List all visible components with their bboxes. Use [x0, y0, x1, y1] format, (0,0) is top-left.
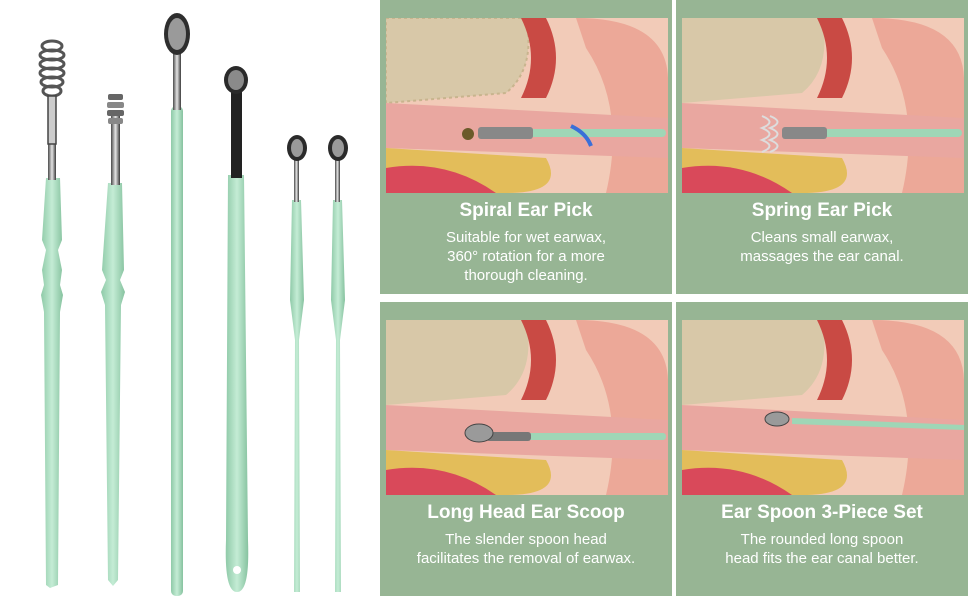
panel-description: The slender spoon head facilitates the r… [394, 530, 658, 568]
ear-canal-illustration [386, 320, 668, 495]
description-line: 360° rotation for a more [447, 248, 605, 265]
spiral-icon [38, 39, 66, 145]
spring-pick-icon [759, 115, 962, 153]
ear-tools-photo [0, 0, 378, 600]
spoon-icon [328, 135, 348, 161]
spring-icon [107, 94, 124, 124]
spoon-tool [164, 13, 190, 596]
small-spoon-tool-2 [328, 135, 348, 592]
spoon-icon [764, 411, 964, 430]
description-line: The rounded long spoon [740, 531, 904, 548]
small-spoon-tool-1 [287, 135, 307, 592]
panel-title: Spring Ear Pick [751, 200, 893, 221]
scoop-icon [224, 66, 248, 94]
panel-spring-ear-pick: Spring Ear Pick Cleans small earwax, mas… [676, 0, 968, 294]
description-line: Suitable for wet earwax, [445, 229, 607, 246]
panel-ear-spoon-set: Ear Spoon 3-Piece Set The rounded long s… [676, 302, 968, 596]
spoon-icon [164, 13, 190, 55]
panel-title: Spiral Ear Pick [459, 200, 593, 221]
spring-pick-tool [101, 94, 125, 586]
spiral-pick-icon [462, 124, 666, 147]
spiral-pick-tool [38, 39, 66, 588]
description-line: The slender spoon head [445, 531, 607, 548]
description-line: head fits the ear canal better. [725, 550, 919, 567]
panel-long-head-ear-scoop: Long Head Ear Scoop The slender spoon he… [380, 302, 672, 596]
description-line: massages the ear canal. [740, 248, 904, 265]
ear-canal-illustration [682, 320, 964, 495]
description-line: thorough cleaning. [464, 267, 588, 284]
panel-title: Long Head Ear Scoop [427, 502, 625, 523]
panel-description: Suitable for wet earwax, 360° rotation f… [394, 228, 658, 285]
ear-canal-illustration [386, 18, 668, 193]
scoop-icon [464, 423, 666, 443]
ear-canal-illustration [682, 18, 964, 193]
description-line: Cleans small earwax, [750, 229, 894, 246]
long-scoop-tool [224, 66, 249, 592]
panel-description: The rounded long spoon head fits the ear… [690, 530, 954, 568]
panel-title: Ear Spoon 3-Piece Set [721, 502, 923, 523]
panel-description: Cleans small earwax, massages the ear ca… [690, 228, 954, 266]
description-line: facilitates the removal of earwax. [416, 550, 636, 567]
panel-spiral-ear-pick: Spiral Ear Pick Suitable for wet earwax,… [380, 0, 672, 294]
spoon-icon [287, 135, 307, 161]
